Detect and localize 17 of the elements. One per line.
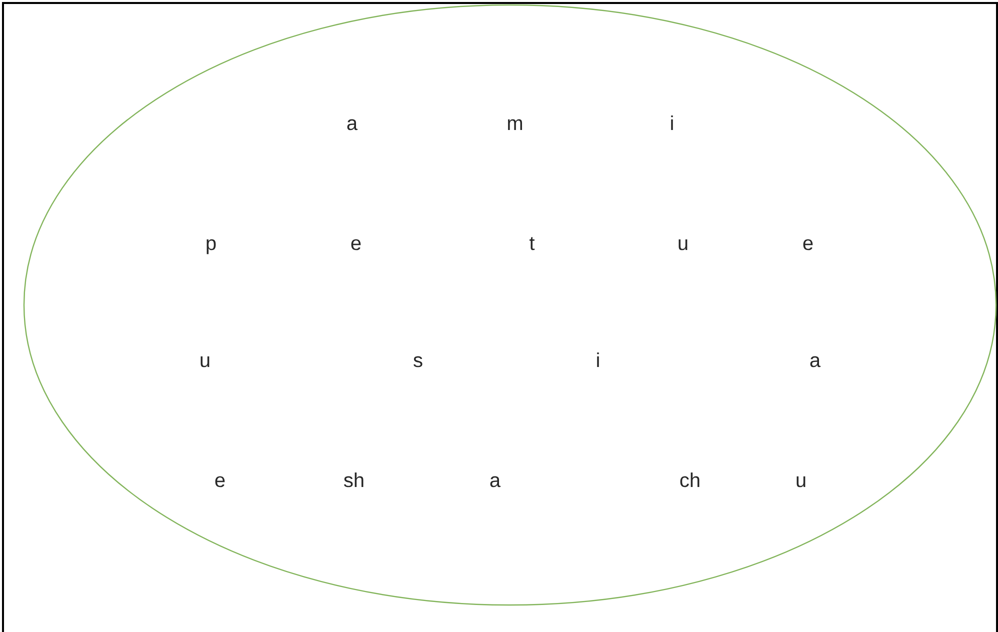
letter: t — [530, 237, 535, 250]
letter: i — [671, 116, 673, 130]
letter: m — [508, 119, 522, 130]
letter: e — [351, 239, 361, 250]
letter: a — [810, 356, 821, 368]
letter: e — [215, 476, 225, 488]
letter: a — [490, 476, 501, 488]
letter: a — [347, 119, 358, 130]
letter: u — [200, 356, 210, 368]
letter: ch — [680, 472, 700, 488]
letter: sh — [344, 472, 364, 488]
letter: i — [597, 352, 599, 367]
letter: e — [803, 239, 813, 250]
letter: u — [678, 239, 688, 250]
letter: s — [414, 356, 422, 368]
letter: u — [796, 476, 806, 488]
letter: p — [206, 239, 216, 254]
